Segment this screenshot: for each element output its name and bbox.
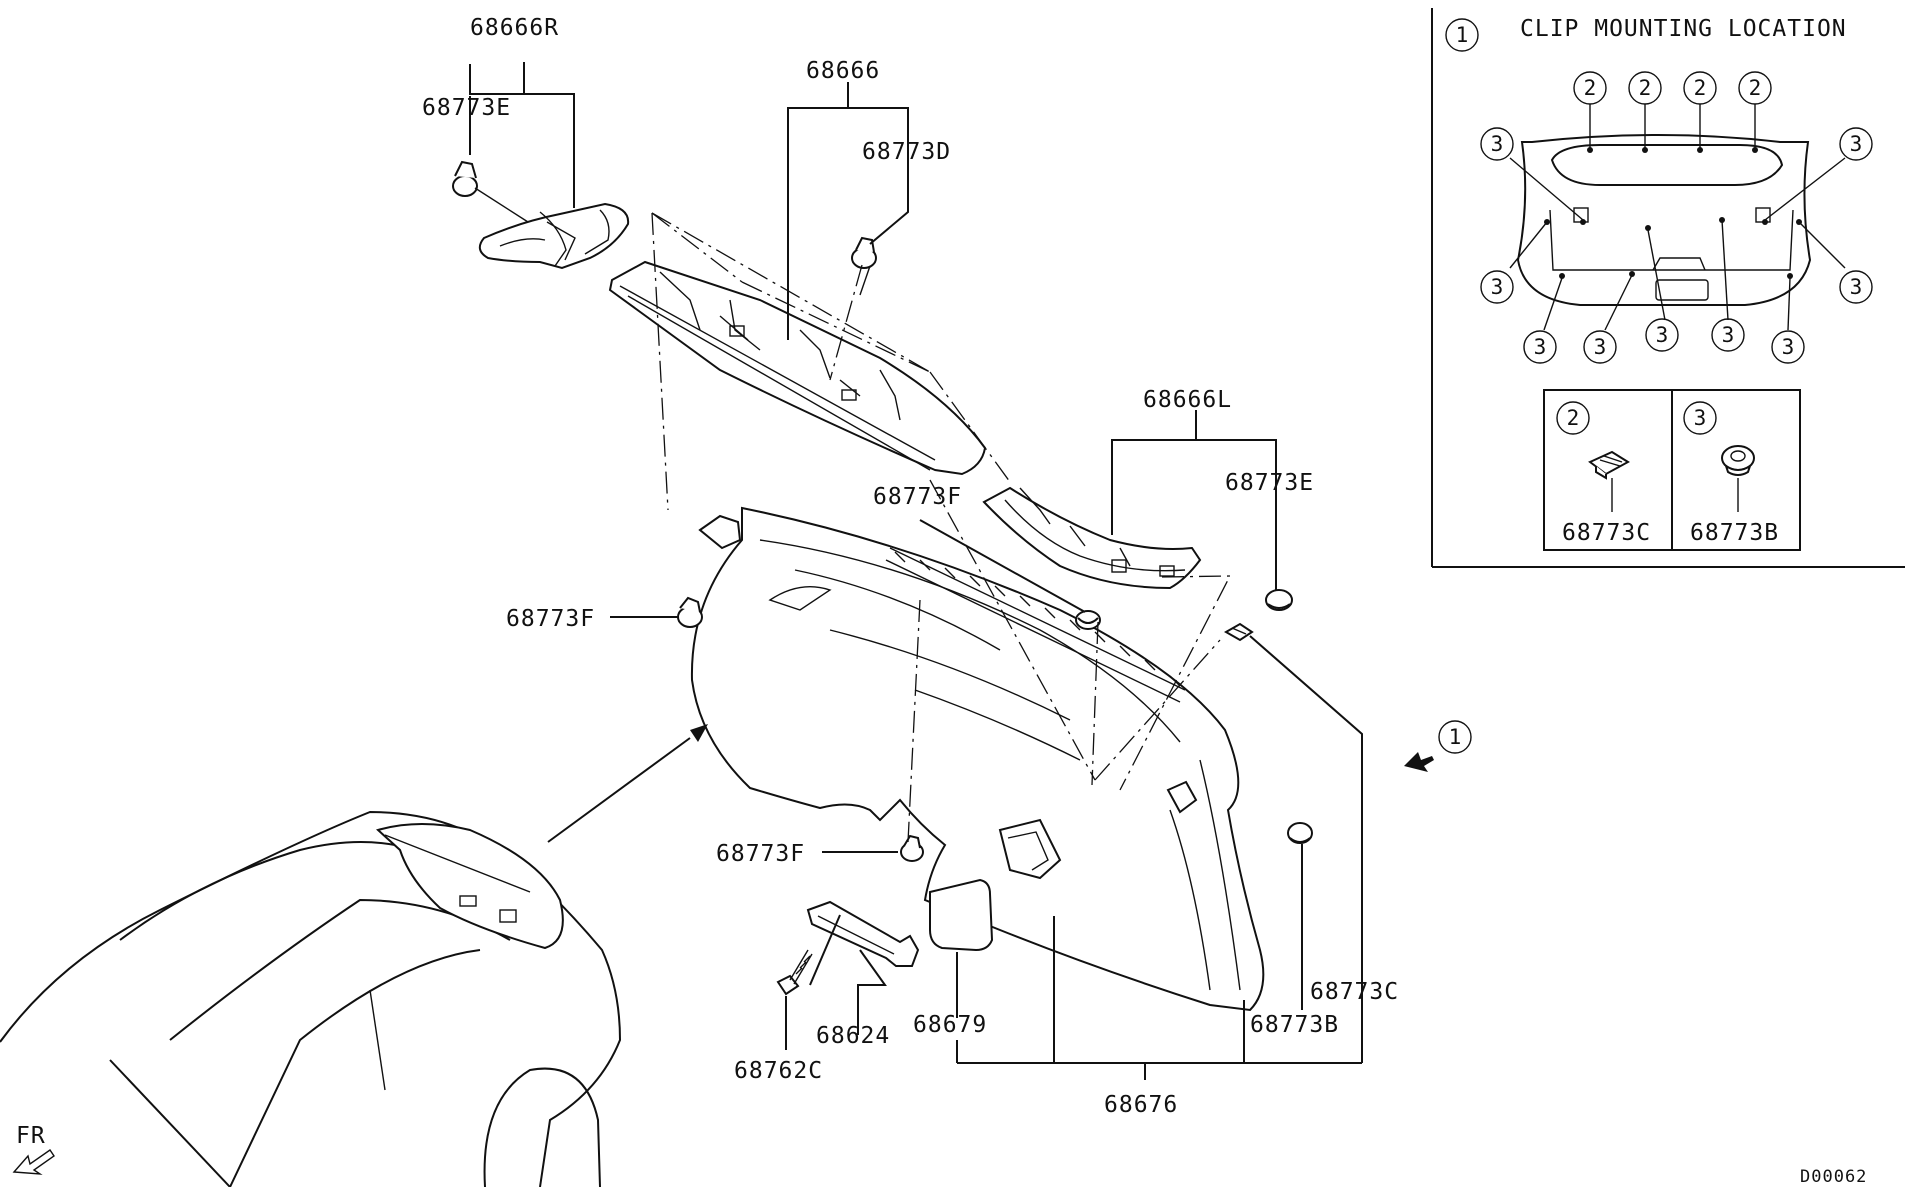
label-68773f-low: 68773F — [716, 841, 805, 867]
legend-number-2: 2 — [1567, 406, 1580, 430]
label-68679: 68679 — [913, 1012, 987, 1038]
label-68666l: 68666L — [1143, 387, 1232, 413]
label-68676: 68676 — [1104, 1092, 1178, 1118]
view-callout-1: 1 — [1404, 720, 1472, 772]
inset-clip3-label: 3 — [1491, 275, 1504, 299]
legend-part-68773b: 68773B — [1690, 520, 1779, 546]
inset-clip2-label: 2 — [1694, 76, 1707, 100]
clip-68773f-mid-icon — [1075, 610, 1101, 630]
leader-lines — [469, 62, 1363, 1080]
inset-top-clip-callouts: 2 2 2 2 — [1573, 71, 1772, 153]
trim-68676-main-panel — [690, 506, 1265, 1012]
clip-68773f-low-icon — [900, 834, 924, 862]
label-68666r: 68666R — [470, 15, 559, 41]
inset-side-clip-callouts: 3 3 3 3 3 3 3 3 3 — [1480, 127, 1873, 364]
label-68773e-right: 68773E — [1225, 470, 1314, 496]
clip-68773b-icon — [1721, 445, 1755, 476]
label-68624: 68624 — [816, 1023, 890, 1049]
label-68773f-left: 68773F — [506, 606, 595, 632]
label-68773e-top: 68773E — [422, 95, 511, 121]
label-68773f-mid: 68773F — [873, 484, 962, 510]
clip-68773b-main-icon — [1287, 822, 1313, 844]
trim-68666r — [478, 202, 630, 270]
label-68773d: 68773D — [862, 139, 951, 165]
inset-clip3-label: 3 — [1594, 335, 1607, 359]
vehicle-silhouette — [0, 810, 622, 1187]
clip-68773f-left-icon — [677, 596, 703, 628]
inset-clip3-label: 3 — [1722, 323, 1735, 347]
orientation-label: FR — [16, 1123, 46, 1149]
clip-68773c-icon — [1588, 450, 1630, 480]
inset-clip3-label: 3 — [1534, 335, 1547, 359]
front-arrow-icon — [12, 1149, 55, 1175]
label-68762c: 68762C — [734, 1058, 823, 1084]
inset-number: 1 — [1456, 23, 1469, 47]
legend-part-68773c: 68773C — [1562, 520, 1651, 546]
clip-68773d-icon — [851, 236, 877, 269]
trim-68666l — [982, 486, 1202, 590]
inset-clip3-label: 3 — [1656, 323, 1669, 347]
inset-clip3-label: 3 — [1491, 132, 1504, 156]
callout-number: 1 — [1449, 725, 1462, 749]
label-68773c: 68773C — [1310, 979, 1399, 1005]
orientation-indicator: FR — [12, 1123, 55, 1175]
clip-68773e-right-icon — [1265, 589, 1293, 611]
alignment-lines — [651, 212, 1232, 843]
inset-title: CLIP MOUNTING LOCATION — [1520, 16, 1847, 42]
explode-arrow — [547, 724, 708, 843]
inset-clip3-label: 3 — [1850, 132, 1863, 156]
trim-68666 — [608, 260, 987, 476]
inset-clip3-label: 3 — [1850, 275, 1863, 299]
clip-68773e-top-icon — [452, 160, 478, 197]
bolt-68762c — [776, 949, 813, 996]
label-68666: 68666 — [806, 58, 880, 84]
inset-legend-table: 2 3 68773C 68773B — [1543, 389, 1801, 551]
clip-mounting-inset: 1 CLIP MOUNTING LOCATION 2 — [1431, 8, 1905, 568]
inset-clip2-label: 2 — [1584, 76, 1597, 100]
label-68773b: 68773B — [1250, 1012, 1339, 1038]
inset-clip3-label: 3 — [1782, 335, 1795, 359]
drawing-code: D00062 — [1800, 1167, 1867, 1187]
legend-number-3: 3 — [1694, 406, 1707, 430]
cover-68679 — [929, 818, 1062, 952]
inset-clip2-label: 2 — [1639, 76, 1652, 100]
handle-68624 — [806, 900, 920, 967]
clip-68773c-main-icon — [1223, 622, 1254, 642]
part-labels: 68666R 68773E 68666 68773D 68666L 68773F… — [422, 15, 1399, 1118]
inset-clip2-label: 2 — [1749, 76, 1762, 100]
